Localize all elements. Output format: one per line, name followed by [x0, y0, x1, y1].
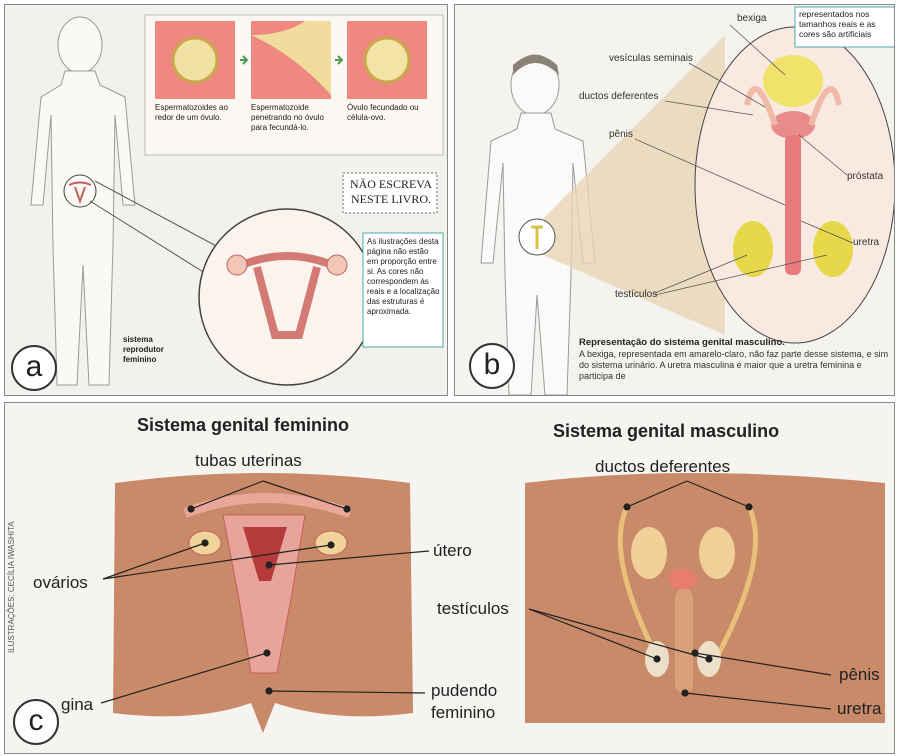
- label-male-testicles: testículos: [437, 599, 509, 619]
- do-not-write-notice: NÃO ESCREVA NESTE LIVRO.: [349, 177, 433, 207]
- label-fallopian-tubes: tubas uterinas: [195, 451, 302, 471]
- proportion-note: As ilustrações desta página não estão em…: [367, 237, 441, 317]
- caption-title: Representação do sistema genital masculi…: [579, 337, 893, 348]
- label-penis: pênis: [609, 129, 633, 141]
- panel-letter-b: b: [469, 343, 515, 389]
- caption-body: A bexiga, representada em amarelo-claro,…: [579, 349, 889, 382]
- label-testicles: testículos: [615, 289, 657, 301]
- label-vulva-line2: feminino: [431, 703, 495, 723]
- title-female-system: Sistema genital feminino: [137, 415, 349, 436]
- label-vagina: gina: [61, 695, 93, 715]
- panel-letter-a: a: [11, 345, 57, 391]
- panel-c-illustration: [5, 403, 895, 754]
- panel-c-genital-systems: Sistema genital feminino Sistema genital…: [4, 402, 895, 754]
- label-vas-deferens: ductos deferentes: [579, 91, 659, 103]
- label-prostate: próstata: [847, 171, 883, 183]
- panel-letter-c: c: [13, 699, 59, 745]
- label-urethra: uretra: [853, 237, 879, 249]
- title-male-system: Sistema genital masculino: [553, 421, 779, 442]
- panel-b-male-figure: bexiga vesículas seminais ductos deferen…: [454, 4, 895, 396]
- female-system-label: sistema reprodutor feminino: [123, 335, 183, 365]
- label-male-urethra: uretra: [837, 699, 881, 719]
- caption-sperm-around-ovum: Espermatozoides ao redor de um óvulo.: [155, 103, 239, 123]
- label-seminal-vesicles: vesículas seminais: [609, 53, 693, 65]
- label-uterus: útero: [433, 541, 472, 561]
- panel-a-female-figure: Espermatozoides ao redor de um óvulo. Es…: [4, 4, 448, 396]
- caption-sperm-penetrating: Espermatozoide penetrando no óvulo para …: [251, 103, 335, 133]
- label-ovaries: ovários: [33, 573, 88, 593]
- label-male-vas-deferens: ductos deferentes: [595, 457, 730, 477]
- label-male-penis: pênis: [839, 665, 880, 685]
- illustration-credit: ILUSTRAÇÕES: CECÍLIA IWASHITA: [7, 521, 16, 653]
- color-size-note: representados nos tamanhos reais e as co…: [799, 9, 895, 39]
- label-vulva-line1: pudendo: [431, 681, 497, 701]
- caption-fertilized-ovum: Óvulo fecundado ou célula-ovo.: [347, 103, 431, 123]
- label-bladder: bexiga: [737, 13, 766, 25]
